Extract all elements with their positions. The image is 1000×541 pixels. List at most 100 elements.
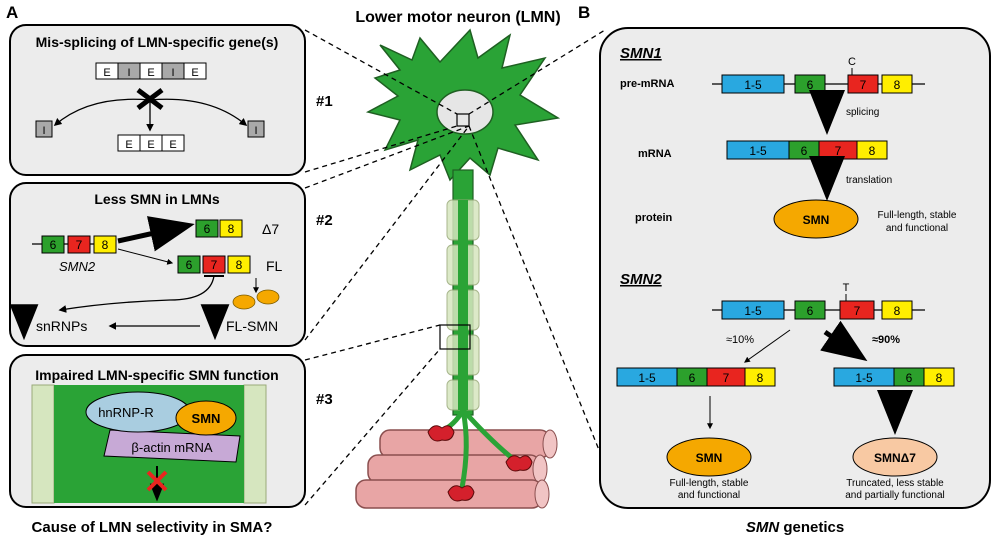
- exon-6-label: 6: [807, 304, 814, 318]
- smn2-exon8: [93, 235, 117, 254]
- exon-6-label: 6: [204, 222, 211, 236]
- smn1-pre-mrna: 1-5 6 7 8 C: [712, 56, 925, 94]
- exon-7-label: 7: [211, 258, 218, 272]
- pct-90-label: ≈90%: [872, 334, 900, 346]
- exon-1-5-label: 1-5: [744, 304, 762, 318]
- fl-desc-line1: Full-length, stable: [670, 478, 749, 489]
- fl-exon6: [177, 255, 201, 274]
- block-x-icon-red: [146, 470, 168, 492]
- exon-1-5-label: 1-5: [744, 78, 762, 92]
- exon-label: E: [191, 67, 198, 79]
- box1-mature-mrna: E E E: [117, 134, 185, 152]
- smn-genetics-caption: SMN genetics: [746, 519, 844, 536]
- box-mis-splicing: Mis-splicing of LMN-specific gene(s) E I…: [9, 24, 306, 176]
- panel-b: SMN1 pre-mRNA mRNA protein 1-5 6 7 8 C s…: [599, 27, 991, 509]
- trunc-desc-line2: and partially functional: [845, 490, 945, 501]
- zoom-connectors: [304, 29, 606, 506]
- smn1-title: SMN1: [620, 45, 662, 62]
- fl-exon7: [202, 255, 226, 274]
- marker-3: #3: [316, 391, 333, 408]
- exon-8-label: 8: [894, 78, 901, 92]
- smn2-gene-label: SMN2: [59, 259, 96, 274]
- pct-10-label: ≈10%: [726, 334, 754, 346]
- panel-label-b: B: [578, 3, 590, 22]
- figure-title: Lower motor neuron (LMN): [355, 9, 560, 26]
- exon-8-label: 8: [936, 371, 943, 385]
- arrow-10-pct: [744, 329, 791, 363]
- motor-neuron-illustration: [355, 28, 561, 509]
- smn2-pre-mrna: 1-5 6 7 8 T: [712, 282, 925, 320]
- axon-myelin-right: [243, 384, 267, 504]
- exon-7-label: 7: [723, 371, 730, 385]
- exon-1-5-label: 1-5: [638, 371, 656, 385]
- exon-7-label: 7: [835, 144, 842, 158]
- exon-label: E: [147, 67, 154, 79]
- arrow-90-pct: [820, 320, 868, 362]
- smn-label: SMN: [192, 411, 221, 426]
- box3-title: Impaired LMN-specific SMN function: [35, 367, 278, 383]
- smn-genetics-rest: genetics: [779, 519, 844, 536]
- smn-protein-small: [232, 294, 256, 310]
- smn2-fl-mrna: 1-5 6 7 8: [616, 367, 776, 387]
- snrnps-label: snRNPs: [36, 318, 87, 334]
- selectivity-question: Cause of LMN selectivity in SMA?: [32, 519, 273, 536]
- fl-desc-line2: and functional: [678, 490, 740, 501]
- smn-protein-small: [256, 289, 280, 305]
- exon-6-label: 6: [50, 238, 57, 252]
- box1-arc-right: [149, 98, 248, 126]
- exon-8-label: 8: [236, 258, 243, 272]
- nucleotide-t-label: T: [843, 282, 850, 294]
- nucleotide-c-label: C: [848, 56, 856, 68]
- box-less-smn: Less SMN in LMNs 6 7 8 SMN2 6 8 Δ7 6 7 8…: [9, 182, 306, 347]
- arrow-fl: [117, 248, 174, 265]
- exon-label: E: [147, 139, 154, 151]
- neuron-nucleus: [436, 89, 494, 135]
- axon-myelin-left: [31, 384, 55, 504]
- box1-intron-right: [247, 120, 265, 138]
- smn-protein: [175, 400, 237, 436]
- smn2-exon7: [67, 235, 91, 254]
- smn-delta7-label: SMNΔ7: [874, 451, 916, 465]
- fl-smn-label: FL-SMN: [226, 318, 278, 334]
- smn2-title: SMN2: [620, 271, 662, 288]
- marker-2: #2: [316, 212, 333, 229]
- exon-7-label: 7: [854, 304, 861, 318]
- axon-zoom-box: [439, 324, 471, 350]
- exon-label: E: [125, 139, 132, 151]
- box1-pre-mrna: E I E I E: [95, 62, 207, 80]
- intron-label: I: [127, 67, 130, 79]
- exon-6-label: 6: [906, 371, 913, 385]
- smn-protein-label: SMN: [803, 213, 830, 227]
- box1-title: Mis-splicing of LMN-specific gene(s): [36, 34, 279, 50]
- smn2-exon6: [41, 235, 65, 254]
- row-mrna-label: mRNA: [638, 148, 672, 160]
- box2-title: Less SMN in LMNs: [94, 191, 219, 207]
- row-premrna-label: pre-mRNA: [620, 78, 674, 90]
- d7-exon6: [195, 219, 219, 238]
- exon-label: E: [103, 67, 110, 79]
- inhibition-curve: [58, 275, 215, 313]
- smn-delta7-protein: [852, 437, 938, 477]
- smn-protein-label: SMN: [696, 451, 723, 465]
- exon-8-label: 8: [894, 304, 901, 318]
- neuromuscular-junctions: [427, 425, 533, 502]
- intron-label: I: [254, 125, 257, 137]
- box1-intron-left: [35, 120, 53, 138]
- exon-7-label: 7: [860, 78, 867, 92]
- intron-label: I: [171, 67, 174, 79]
- exon-label: E: [169, 139, 176, 151]
- panel-label-a: A: [6, 3, 18, 22]
- smn2-delta7-mrna: 1-5 6 8: [833, 367, 955, 387]
- translation-label: translation: [846, 175, 892, 186]
- exon-6-label: 6: [801, 144, 808, 158]
- box-impaired-function: Impaired LMN-specific SMN function β-act…: [9, 354, 306, 508]
- marker-1: #1: [316, 93, 333, 110]
- exon-1-5-label: 1-5: [749, 144, 767, 158]
- myelin-sheaths: [446, 199, 480, 411]
- beta-actin-label: β-actin mRNA: [131, 440, 212, 455]
- exon-8-label: 8: [228, 222, 235, 236]
- fl-label: FL: [266, 258, 283, 274]
- smn1-mrna: 1-5 6 7 8: [726, 140, 888, 160]
- delta7-label: Δ7: [262, 221, 279, 237]
